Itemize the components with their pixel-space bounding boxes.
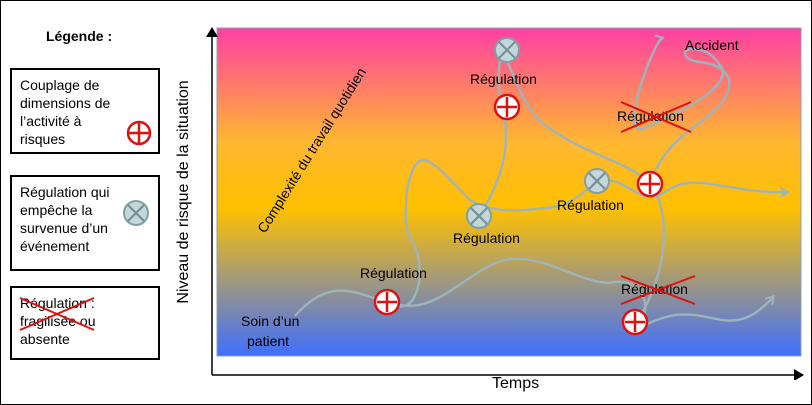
regulation-nodes [466, 37, 610, 229]
legend-title: Légende : [46, 28, 113, 44]
legend-weakened-text: Régulation : fragilisée ou absente [20, 295, 96, 347]
start-label-line2: patient [247, 333, 289, 349]
regulation-label-low: Régulation [360, 265, 427, 281]
risk-diagram: Complexité du travail quotidien Soin d’u… [206, 27, 804, 380]
start-label-line1: Soin d’un [241, 313, 299, 329]
trajectory-middle [389, 159, 787, 308]
regulation-node-top [494, 37, 520, 63]
regulation-node-mid [466, 203, 492, 229]
risk-gradient-area [216, 27, 802, 357]
coupling-node-low [373, 288, 401, 316]
coupling-icon [126, 120, 152, 146]
coupling-node-top [493, 93, 521, 121]
trajectory-accident [632, 38, 731, 184]
failed-cross-upper-b [620, 101, 692, 133]
y-axis-label: Niveau de risque de la situation [175, 80, 192, 304]
cross-out-icon [19, 297, 95, 331]
x-axis-label: Temps [492, 375, 540, 392]
regulation-label-top: Régulation [470, 71, 537, 87]
legend-item-regulation: Régulation qui empêche la survenue d’un … [10, 175, 160, 271]
legend-regulation-text: Régulation qui empêche la survenue d’un … [20, 184, 110, 254]
accident-label: Accident [685, 37, 739, 53]
coupling-node-lower-right [621, 308, 649, 336]
legend-item-coupling: Couplage de dimensions de l’activité à r… [10, 68, 160, 154]
coupling-nodes [373, 93, 664, 336]
failed-cross-lower-b [620, 275, 696, 305]
failed-regulation-crosses [620, 101, 696, 305]
coupling-node-right [636, 170, 664, 198]
legend-item-weakened-regulation: Régulation : fragilisée ou absente [10, 286, 160, 360]
regulation-node-right [584, 168, 610, 194]
regulation-label-right: Régulation [557, 197, 624, 213]
legend-coupling-text: Couplage de dimensions de l’activité à r… [20, 77, 111, 147]
regulation-label-mid: Régulation [453, 230, 520, 246]
regulation-icon [123, 200, 149, 226]
